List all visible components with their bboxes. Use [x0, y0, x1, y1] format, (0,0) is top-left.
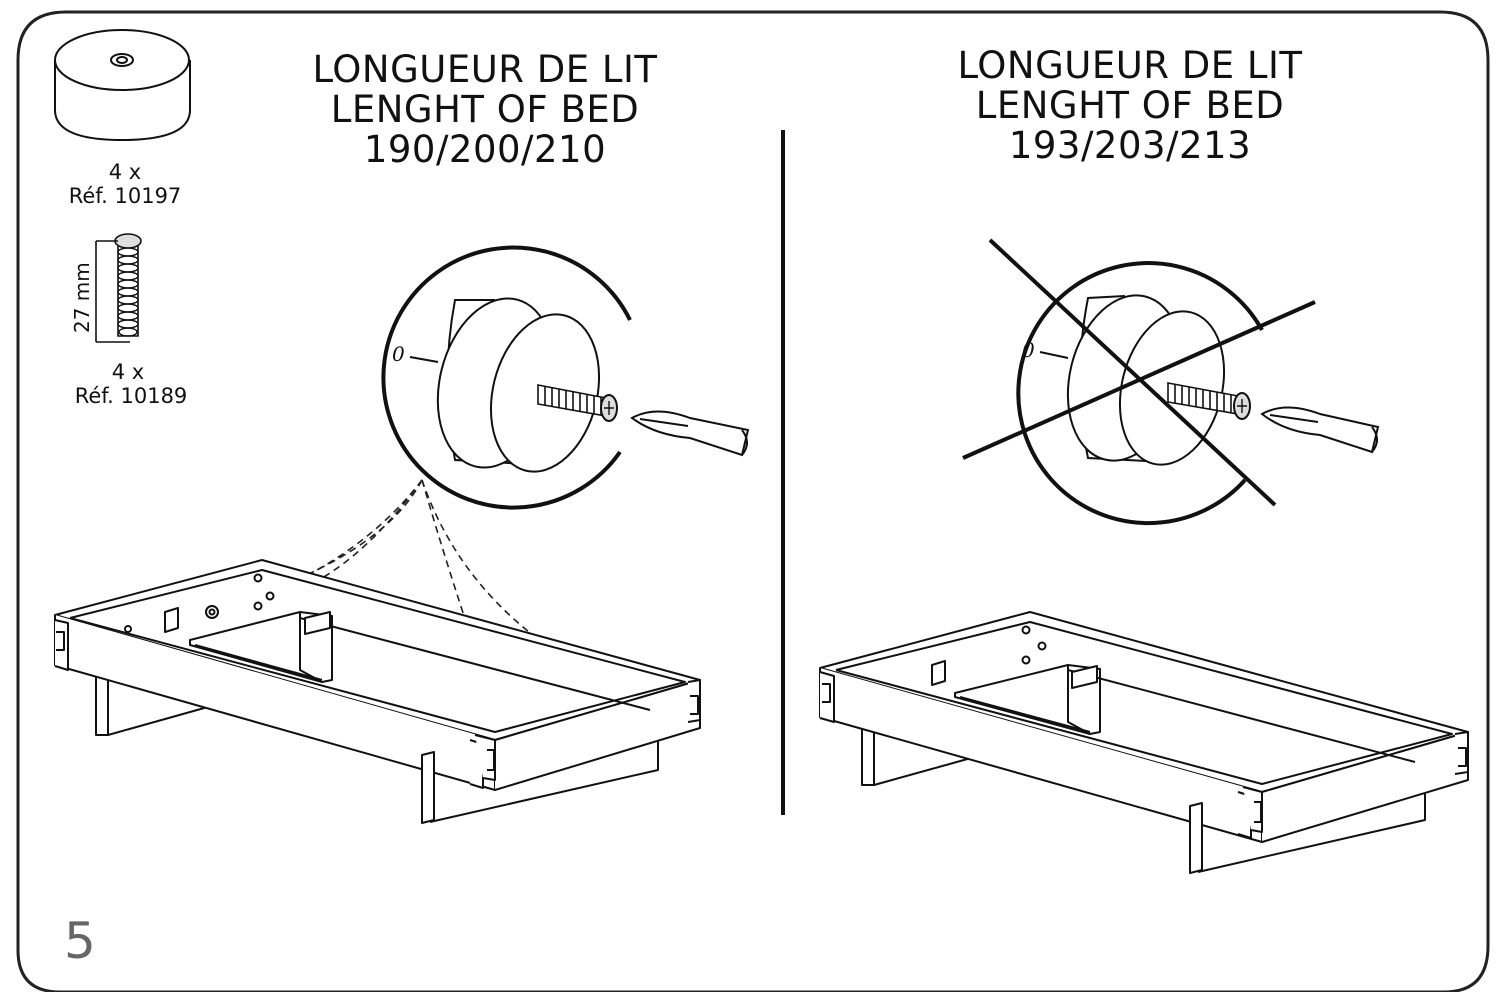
left-heading: LONGUEUR DE LIT LENGHT OF BED 190/200/21… [280, 50, 690, 170]
screw-reference: Réf. 10189 [74, 384, 188, 408]
right-heading-line-2: LENGHT OF BED [975, 84, 1285, 127]
screw-length-dimension: 27 mm [70, 262, 94, 333]
left-bed-frame-icon [54, 559, 701, 824]
right-detail-magnifier-icon [1016, 261, 1264, 526]
screw-icon [114, 233, 142, 337]
page-border [16, 10, 1490, 992]
foot-pad-reference: Réf. 10197 [68, 184, 182, 208]
right-heading-line-1: LONGUEUR DE LIT [957, 44, 1303, 87]
screw-quantity: 4 x [111, 360, 145, 384]
right-heading-line-3: 193/203/213 [1008, 124, 1252, 167]
foot-pad-quantity: 4 x [108, 160, 142, 184]
left-screw-detail-icon [537, 384, 618, 422]
left-detail-label: 0 [392, 342, 405, 366]
right-screw-detail-icon [1167, 382, 1251, 420]
left-heading-line-3: 190/200/210 [363, 128, 607, 171]
left-heading-line-2: LENGHT OF BED [330, 88, 640, 131]
right-screwdriver-icon [1260, 406, 1380, 454]
left-detail-magnifier-icon [381, 245, 632, 510]
foot-pad-icon [54, 29, 191, 142]
right-heading: LONGUEUR DE LIT LENGHT OF BED 193/203/21… [920, 46, 1340, 166]
right-bed-frame-icon [819, 611, 1469, 874]
right-detail-label: 0 [1022, 338, 1035, 362]
left-foot-pad-detail-icon [409, 297, 601, 473]
cross-out-icon [962, 238, 1316, 507]
step-number: 5 [64, 912, 96, 970]
left-heading-line-1: LONGUEUR DE LIT [312, 48, 658, 91]
dimension-bracket-icon [95, 240, 130, 343]
left-screwdriver-icon [630, 410, 750, 457]
